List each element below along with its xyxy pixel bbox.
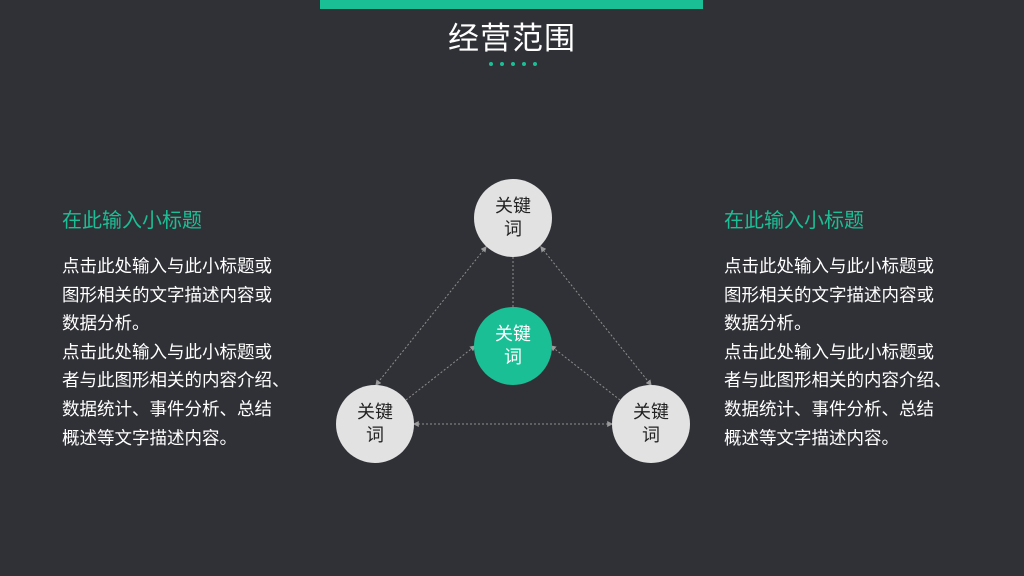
- right-body-line: 数据分析。: [724, 314, 812, 335]
- right-subtitle: 在此输入小标题: [724, 208, 864, 232]
- left-body-line: 点击此处输入与此小标题或: [62, 342, 272, 363]
- dot: [511, 62, 515, 66]
- top-accent-bar: [320, 0, 703, 9]
- connector-top-right: [540, 246, 652, 386]
- dot: [500, 62, 504, 66]
- connector-right-center: [550, 345, 621, 401]
- keyword-node-top: 关键词: [474, 179, 552, 257]
- right-body-line: 数据统计、事件分析、总结: [724, 399, 934, 420]
- right-body-text: 点击此处输入与此小标题或 图形相关的文字描述内容或 数据分析。 点击此处输入与此…: [724, 253, 984, 453]
- left-body-text: 点击此处输入与此小标题或 图形相关的文字描述内容或 数据分析。 点击此处输入与此…: [62, 253, 322, 453]
- title-dots-decoration: [489, 62, 537, 68]
- right-body-line: 点击此处输入与此小标题或: [724, 257, 934, 277]
- keyword-node-center: 关键词: [474, 307, 552, 385]
- left-body-line: 图形相关的文字描述内容或: [62, 285, 272, 306]
- right-body-line: 点击此处输入与此小标题或: [724, 342, 934, 363]
- right-body-line: 概述等文字描述内容。: [724, 428, 899, 449]
- right-body-line: 图形相关的文字描述内容或: [724, 285, 934, 306]
- left-body-line: 数据分析。: [62, 314, 150, 335]
- connector-left-center: [405, 345, 476, 401]
- dot: [489, 62, 493, 66]
- keyword-node-left: 关键词: [336, 385, 414, 463]
- keyword-node-right: 关键词: [612, 385, 690, 463]
- left-body-line: 者与此图形相关的内容介绍、: [62, 371, 290, 392]
- dot: [533, 62, 537, 66]
- left-subtitle: 在此输入小标题: [62, 208, 202, 232]
- left-body-line: 概述等文字描述内容。: [62, 428, 237, 449]
- right-body-line: 者与此图形相关的内容介绍、: [724, 371, 952, 392]
- connector-top-left: [375, 246, 487, 386]
- left-body-line: 点击此处输入与此小标题或: [62, 257, 272, 277]
- slide-title: 经营范围: [448, 21, 576, 57]
- left-body-line: 数据统计、事件分析、总结: [62, 399, 272, 420]
- dot: [522, 62, 526, 66]
